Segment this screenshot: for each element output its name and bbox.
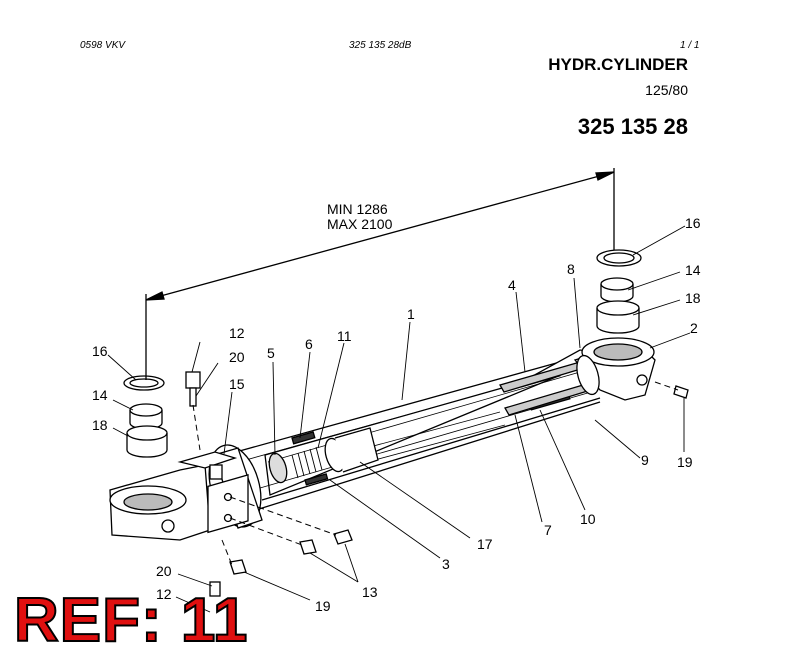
- header-left: 0598 VKV: [80, 40, 126, 51]
- dimension-max: MAX 2100: [327, 216, 393, 232]
- callout-5: 5: [267, 345, 275, 361]
- callout-17: 17: [477, 536, 493, 552]
- callout-19-bottom: 19: [315, 598, 331, 614]
- callout-16-right: 16: [685, 215, 701, 231]
- callout-8: 8: [567, 261, 575, 277]
- callout-16-left: 16: [92, 343, 108, 359]
- header-right: 1 / 1: [680, 40, 700, 51]
- callout-15: 15: [229, 376, 245, 392]
- callout-12-bottom: 12: [156, 586, 172, 602]
- leader-lines: [107, 225, 691, 613]
- callout-7: 7: [544, 522, 552, 538]
- callout-19-right: 19: [677, 454, 693, 470]
- callout-18-left: 18: [92, 417, 108, 433]
- callout-2: 2: [690, 320, 698, 336]
- rod-eye: [573, 337, 656, 401]
- right-bushings: [596, 249, 642, 334]
- callout-4: 4: [508, 277, 516, 293]
- left-bushings: [123, 375, 168, 458]
- callout-11: 11: [337, 328, 352, 344]
- title-size: 125/80: [645, 82, 688, 98]
- callout-10: 10: [580, 511, 596, 527]
- callout-1: 1: [407, 306, 415, 322]
- port-lines: [192, 381, 679, 566]
- title-name: HYDR.CYLINDER: [548, 55, 688, 74]
- dimension-min: MIN 1286: [327, 201, 388, 217]
- header-center: 325 135 28dB: [349, 40, 412, 51]
- callout-13: 13: [362, 584, 378, 600]
- callout-14-left: 14: [92, 387, 108, 403]
- callout-9: 9: [641, 452, 649, 468]
- ref-label: REF: 11: [13, 586, 249, 655]
- callout-6: 6: [305, 336, 313, 352]
- callout-12-top: 12: [229, 325, 245, 341]
- callout-20-top: 20: [229, 349, 245, 365]
- fittings: [185, 371, 689, 597]
- part-number: 325 135 28: [577, 114, 688, 139]
- callout-20-bottom: 20: [156, 563, 172, 579]
- callout-3: 3: [442, 556, 450, 572]
- callout-18-right: 18: [685, 290, 701, 306]
- callout-14-right: 14: [685, 262, 701, 278]
- dimension-line: [145, 168, 615, 380]
- cutaway: [259, 349, 606, 501]
- base-eye: [109, 451, 249, 541]
